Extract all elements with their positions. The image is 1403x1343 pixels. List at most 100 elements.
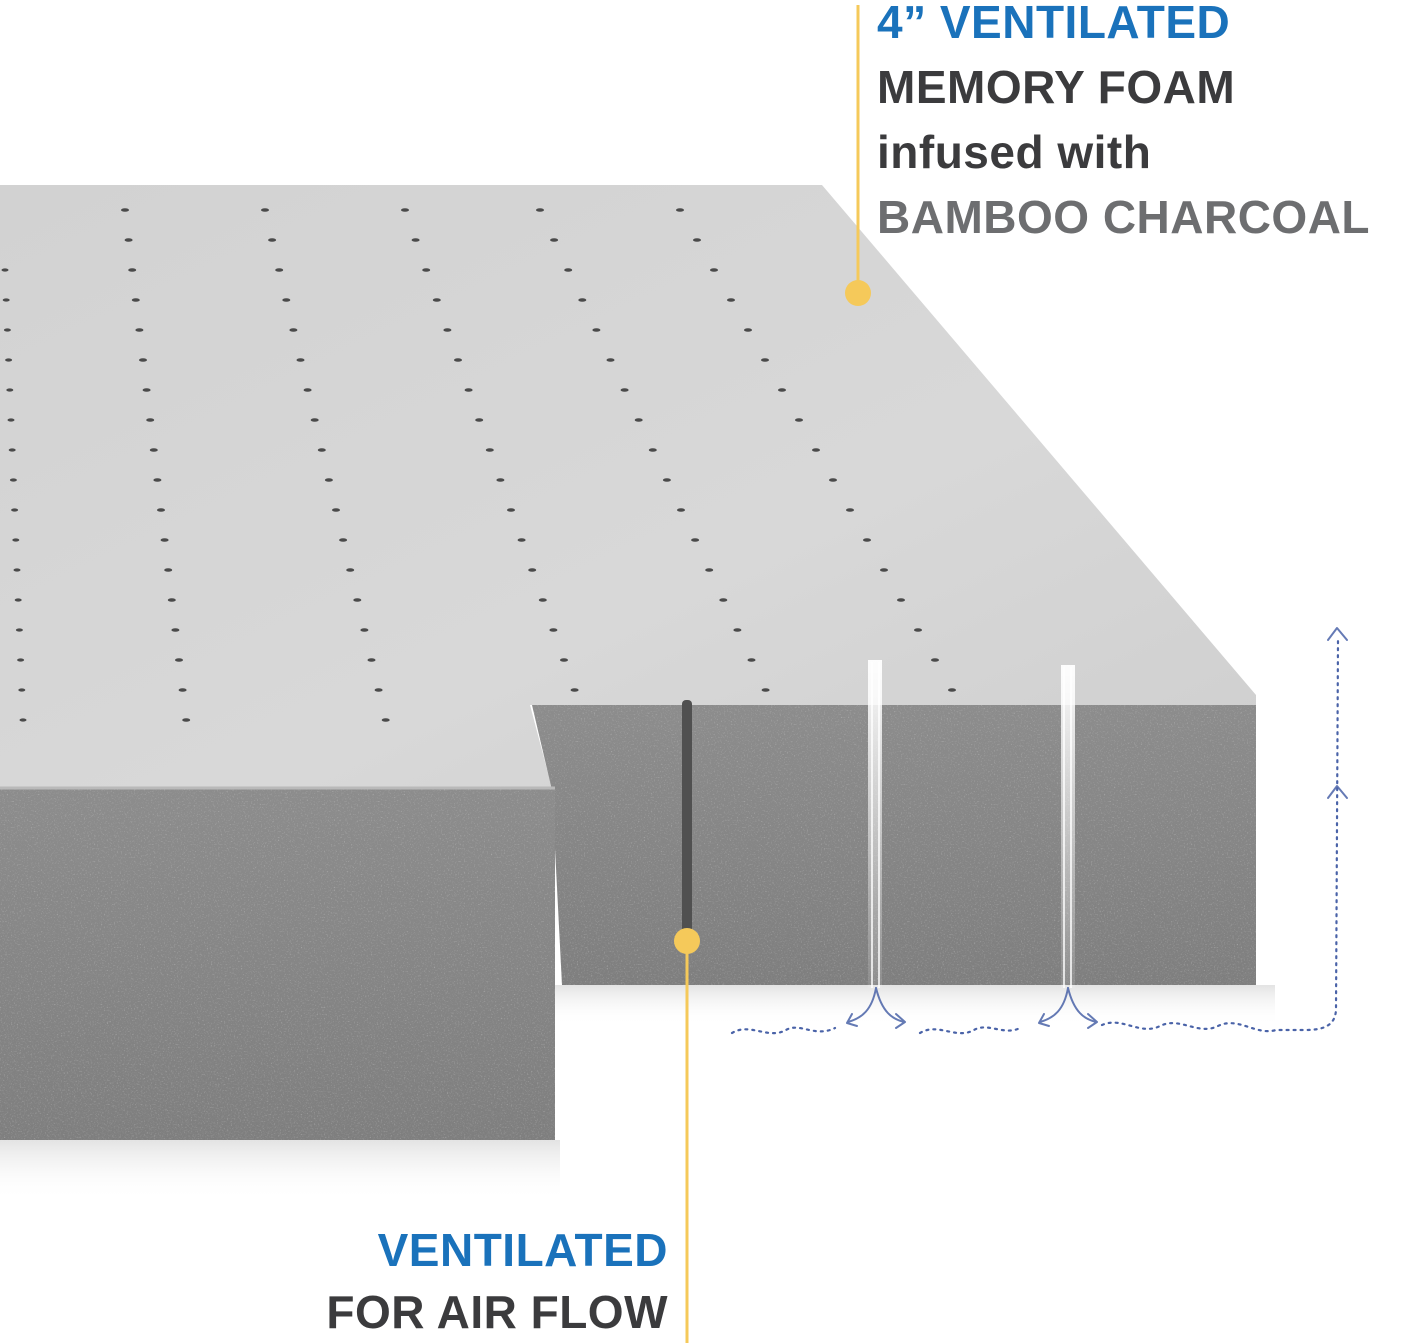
- ventilation-hole: [7, 418, 15, 422]
- ventilation-hole: [727, 298, 735, 302]
- ventilation-hole: [634, 418, 643, 422]
- ventilation-hole: [948, 688, 956, 692]
- ventilation-hole: [705, 568, 714, 572]
- ventilation-hole: [411, 238, 420, 242]
- ventilation-hole: [620, 388, 629, 392]
- floor-shadow-left: [0, 1140, 560, 1200]
- ventilation-hole: [346, 568, 355, 572]
- ventilation-hole: [829, 478, 837, 482]
- ventilation-hole: [367, 658, 376, 662]
- ventilation-hole: [178, 688, 187, 692]
- ventilation-channel-dark: [682, 700, 692, 940]
- ventilation-hole: [863, 538, 871, 542]
- topper-top-surface: [0, 185, 1256, 788]
- ventilation-hole: [564, 268, 573, 272]
- ventilation-hole: [310, 418, 319, 422]
- ventilation-hole: [747, 658, 756, 662]
- ventilation-hole: [443, 328, 452, 332]
- ventilation-hole: [157, 508, 165, 512]
- ventilation-hole: [710, 268, 718, 272]
- ventilation-hole: [135, 328, 144, 332]
- ventilation-hole: [693, 238, 701, 242]
- ventilation-hole: [164, 568, 173, 572]
- ventilation-hole: [3, 328, 11, 332]
- ventilation-hole: [914, 628, 922, 632]
- ventilation-hole: [464, 388, 473, 392]
- ventilation-hole: [139, 358, 147, 362]
- callout-dot-icon: [674, 928, 700, 954]
- ventilation-hole: [570, 688, 579, 692]
- ventilation-hole: [550, 238, 559, 242]
- ventilation-hole: [261, 208, 269, 212]
- ventilation-hole: [507, 508, 515, 512]
- ventilation-hole: [339, 538, 348, 542]
- floor-shadow: [555, 985, 1275, 1025]
- ventilation-hole: [360, 628, 369, 632]
- ventilation-hole: [167, 598, 176, 602]
- ventilation-hole: [175, 658, 183, 662]
- ventilation-hole: [496, 478, 505, 482]
- airflow-arrowheads: [846, 627, 1348, 1029]
- ventilation-hole: [11, 508, 19, 512]
- top-callout-charcoal: BAMBOO CHARCOAL: [877, 191, 1371, 243]
- ventilation-hole: [897, 598, 905, 602]
- top-callout: 4” VENTILATED MEMORY FOAM infused with B…: [877, 0, 1370, 260]
- ventilation-hole: [332, 508, 340, 512]
- ventilation-hole: [131, 298, 140, 302]
- ventilation-hole: [17, 658, 25, 662]
- ventilation-hole: [303, 388, 312, 392]
- ventilation-hole: [606, 358, 615, 362]
- ventilation-hole: [324, 478, 333, 482]
- ventilation-hole: [374, 688, 383, 692]
- top-callout-heading: 4” VENTILATED: [877, 0, 1231, 48]
- ventilation-hole: [795, 418, 803, 422]
- top-callout-material: MEMORY FOAM: [877, 61, 1236, 113]
- ventilation-hole: [128, 268, 137, 272]
- ventilation-hole: [536, 208, 544, 212]
- ventilation-hole: [15, 628, 23, 632]
- ventilation-hole: [296, 358, 305, 362]
- bottom-callout-subheading: FOR AIR FLOW: [326, 1286, 668, 1338]
- ventilation-hole: [121, 208, 129, 212]
- ventilation-hole: [6, 388, 14, 392]
- ventilation-hole: [268, 238, 277, 242]
- ventilation-hole: [5, 358, 13, 362]
- ventilation-hole: [677, 508, 685, 512]
- topper-cut-side-texture-light: [532, 705, 1256, 985]
- ventilation-hole: [538, 598, 547, 602]
- topper-front-texture-light: [0, 788, 555, 1140]
- ventilation-hole: [12, 538, 20, 542]
- ventilation-hole: [14, 598, 22, 602]
- ventilation-hole: [592, 328, 601, 332]
- ventilation-hole: [182, 718, 191, 722]
- ventilation-hole: [401, 208, 409, 212]
- ventilation-hole: [719, 598, 728, 602]
- ventilation-hole: [149, 448, 158, 452]
- ventilation-hole: [744, 328, 752, 332]
- ventilation-hole: [317, 448, 326, 452]
- ventilation-hole: [812, 448, 820, 452]
- ventilation-hole: [662, 478, 671, 482]
- ventilation-hole: [153, 478, 162, 482]
- ventilation-hole: [353, 598, 362, 602]
- ventilation-hole: [432, 298, 441, 302]
- ventilation-hole: [761, 358, 769, 362]
- ventilation-hole: [2, 298, 10, 302]
- ventilation-hole: [9, 478, 17, 482]
- ventilation-hole: [142, 388, 151, 392]
- ventilation-hole: [761, 688, 770, 692]
- ventilation-hole: [124, 238, 133, 242]
- ventilation-hole: [691, 538, 700, 542]
- ventilation-hole: [549, 628, 558, 632]
- ventilation-hole: [282, 298, 291, 302]
- top-callout-infused: infused with: [877, 126, 1152, 178]
- ventilation-hole: [1, 268, 9, 272]
- ventilation-channel-light-1: [868, 660, 882, 988]
- bottom-callout-heading: VENTILATED: [377, 1224, 668, 1276]
- ventilation-hole: [560, 658, 568, 662]
- ventilation-hole: [931, 658, 939, 662]
- ventilation-hole: [454, 358, 462, 362]
- ventilation-hole: [8, 448, 16, 452]
- ventilation-hole: [19, 718, 27, 722]
